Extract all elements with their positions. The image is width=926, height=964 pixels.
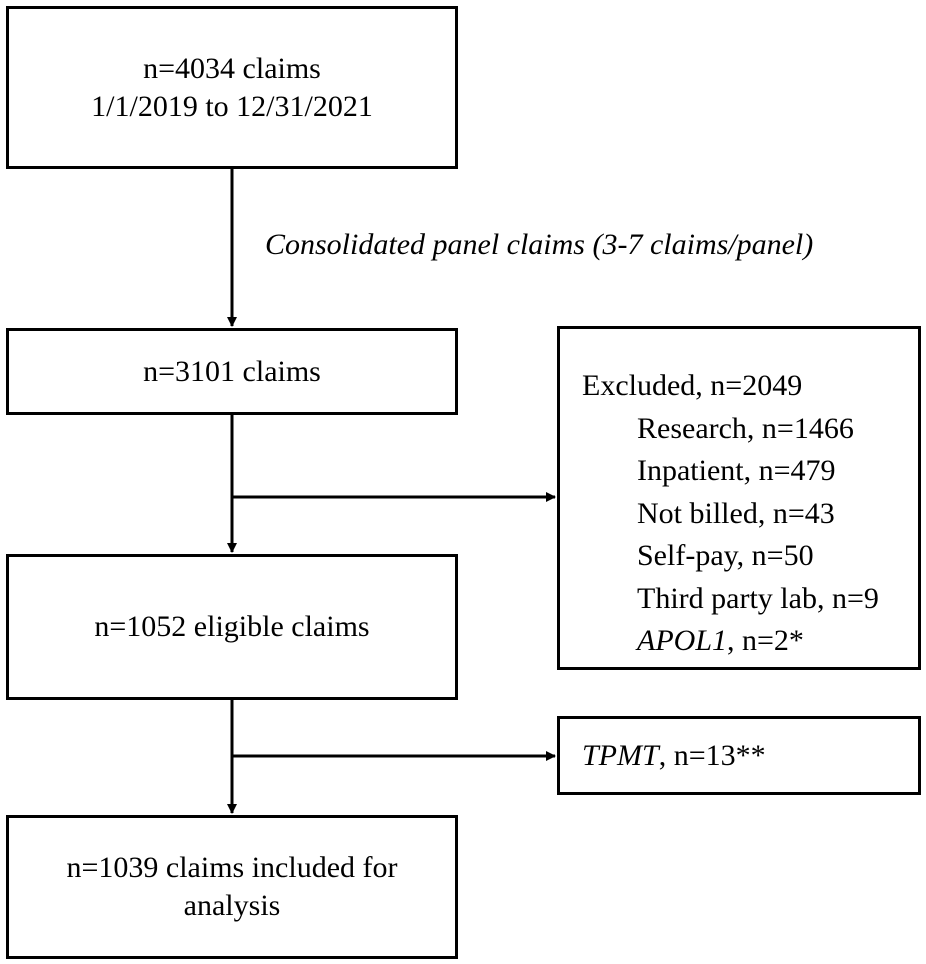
excluded-box: Excluded, n=2049 Research, n=1466 Inpati… (557, 326, 921, 670)
consolidated-claims-count: n=3101 claims (143, 354, 321, 388)
consolidated-claims-box: n=3101 claims (6, 328, 458, 415)
excluded-research: Research, n=1466 (637, 411, 854, 445)
date-range: 1/1/2019 to 12/31/2021 (91, 89, 373, 123)
excluded-inpatient: Inpatient, n=479 (637, 454, 836, 487)
initial-claims-count: n=4034 claims (143, 51, 321, 85)
included-claims-purpose: analysis (183, 889, 281, 922)
excluded-title: Excluded, n=2049 (582, 369, 803, 402)
included-claims-box: n=1039 claims included for analysis (6, 815, 458, 959)
consolidation-note: Consolidated panel claims (3-7 claims/pa… (265, 228, 814, 261)
included-claims-count: n=1039 claims included for (66, 851, 398, 884)
excluded-not-billed: Not billed, n=43 (637, 496, 835, 530)
tpmt-count: , n=13** (658, 738, 766, 772)
tpmt-box: TPMT, n=13** (557, 716, 921, 795)
excluded-apol1: APOL1, n=2* (582, 620, 879, 663)
initial-claims-box: n=4034 claims 1/1/2019 to 12/31/2021 (6, 6, 458, 169)
apol1-gene: APOL1 (637, 624, 727, 657)
eligible-claims-box: n=1052 eligible claims (6, 554, 458, 700)
tpmt-text: TPMT, n=13** (582, 737, 766, 775)
apol1-count: , n=2* (727, 624, 804, 657)
eligible-claims-count: n=1052 eligible claims (94, 610, 370, 643)
excluded-self-pay: Self-pay, n=50 (637, 539, 814, 572)
excluded-third-party-lab: Third party lab, n=9 (637, 581, 879, 615)
tpmt-gene: TPMT (582, 738, 659, 772)
